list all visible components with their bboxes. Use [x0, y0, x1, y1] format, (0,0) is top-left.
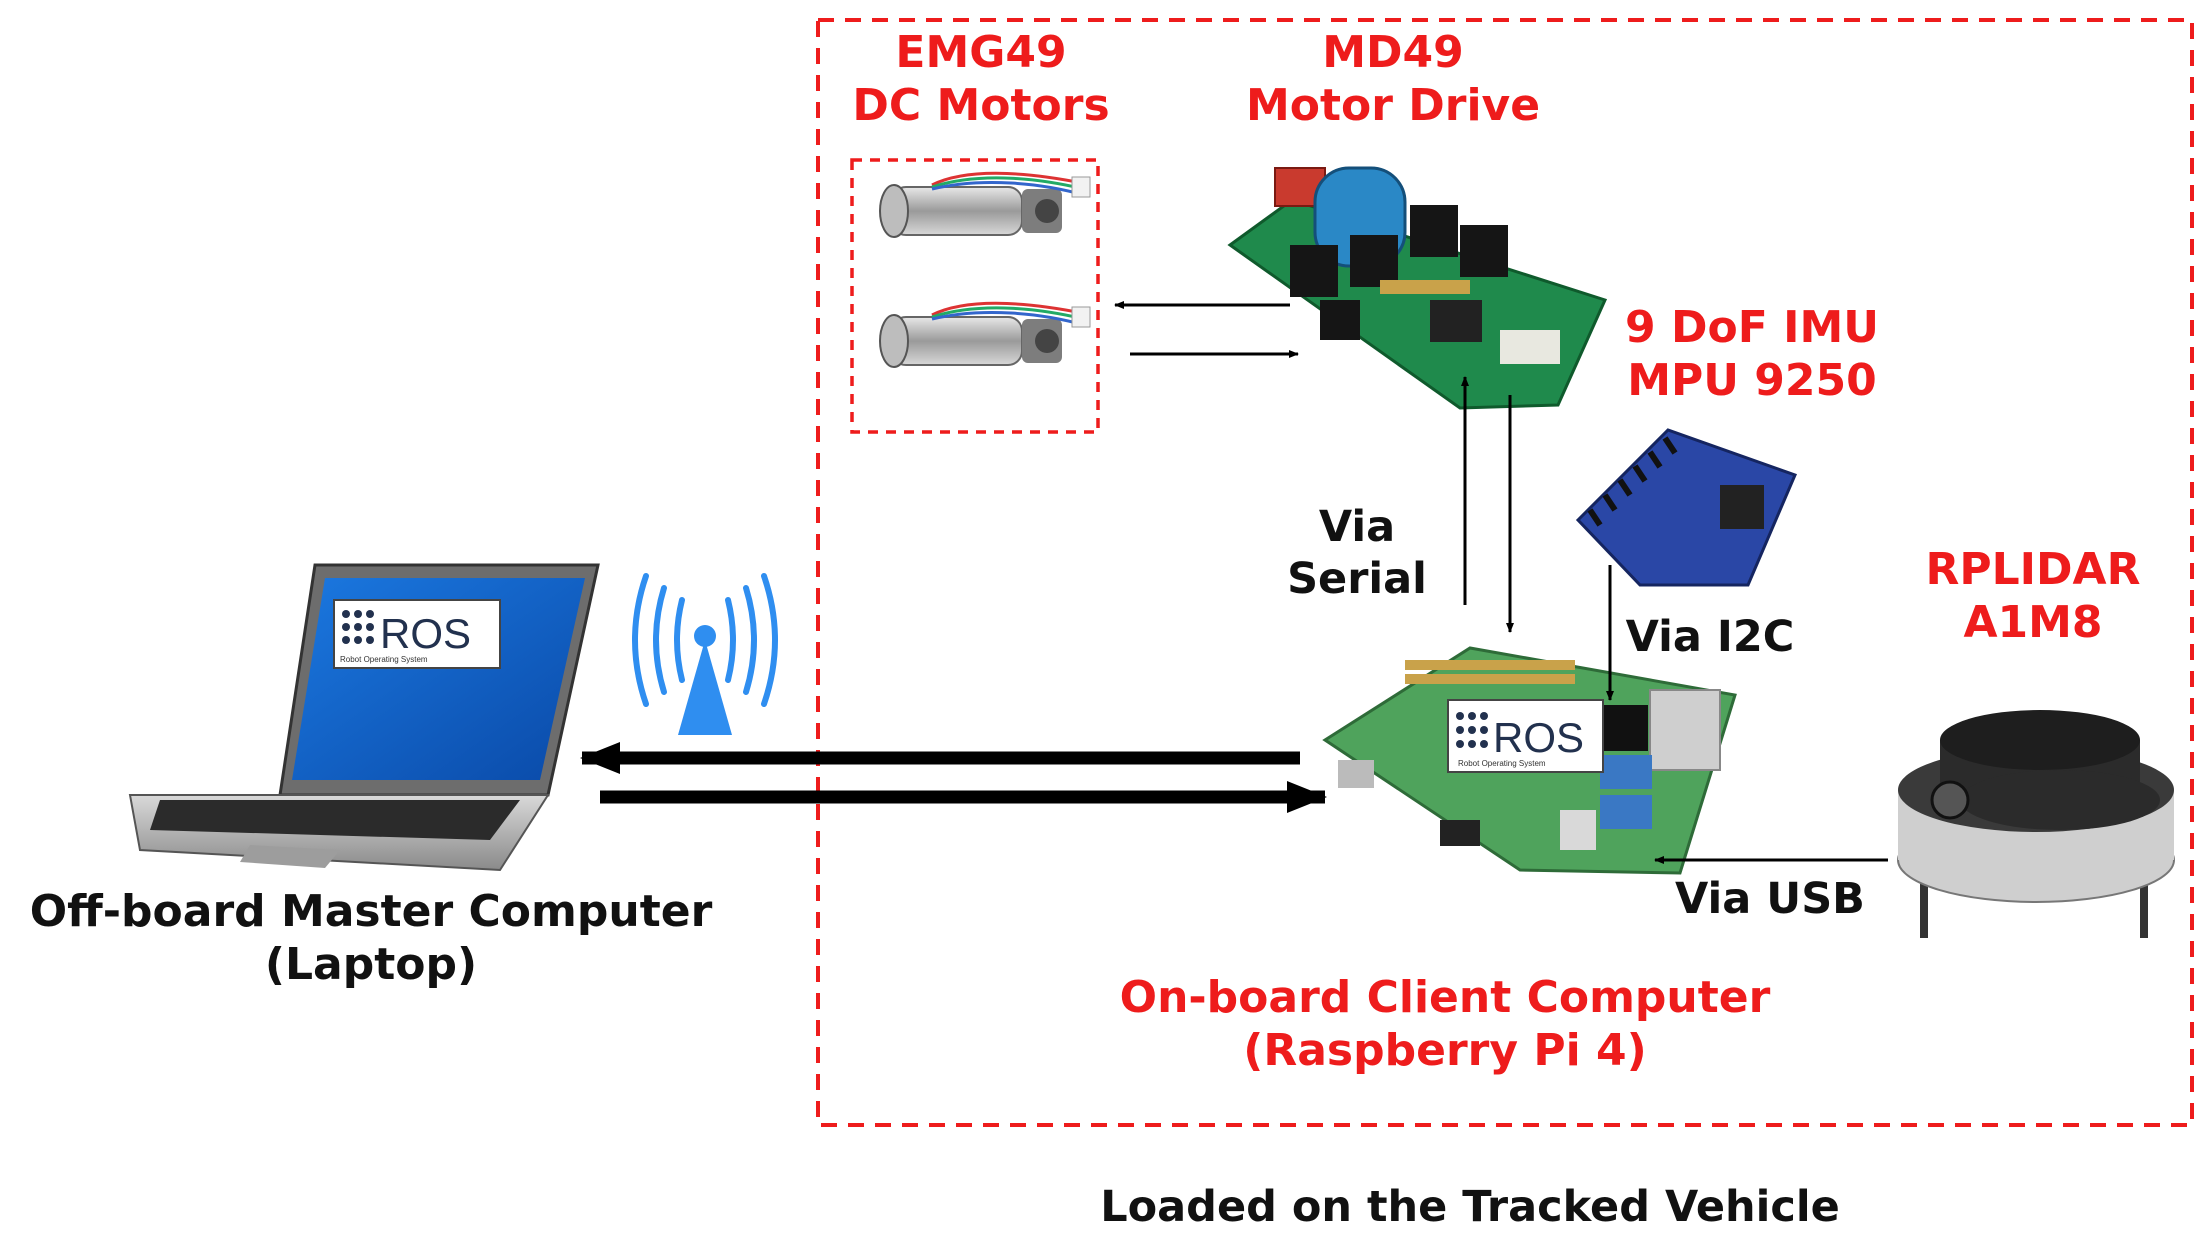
- ros-logo-laptop: ROS Robot Operating System: [333, 599, 501, 669]
- lidar-label-line2: A1M8: [1963, 596, 2103, 648]
- serial-label-line1: Via: [1318, 502, 1396, 552]
- motors-label: EMG49 DC Motors: [846, 27, 1116, 133]
- serial-label: Via Serial: [1262, 502, 1452, 605]
- master-label-line1: Off-board Master Computer: [29, 886, 713, 937]
- lidar-label-line1: RPLIDAR: [1925, 544, 2141, 595]
- rplidar-image: [1897, 710, 2175, 938]
- imu-label-line2: MPU 9250: [1627, 354, 1877, 406]
- driver-label-line2: Motor Drive: [1245, 79, 1541, 131]
- usb-label: Via USB: [1675, 874, 1865, 924]
- laptop-image: [128, 563, 600, 872]
- client-label-line2: (Raspberry Pi 4): [1243, 1024, 1647, 1076]
- client-label-line1: On-board Client Computer: [1119, 972, 1771, 1023]
- imu-label-line1: 9 DoF IMU: [1625, 302, 1879, 353]
- footer-label: Loaded on the Tracked Vehicle: [1100, 1182, 1840, 1232]
- motors-label-line1: EMG49: [895, 27, 1067, 78]
- ros-logo-pi-word: ROS: [1493, 714, 1584, 761]
- driver-label-line1: MD49: [1322, 27, 1464, 78]
- client-label: On-board Client Computer (Raspberry Pi 4…: [1080, 972, 1810, 1078]
- lidar-label: RPLIDAR A1M8: [1908, 544, 2158, 650]
- imu-image: [1575, 428, 1798, 587]
- vehicle-boundary: [816, 18, 2194, 1127]
- serial-label-line2: Serial: [1287, 553, 1427, 604]
- dc-motors-image: [879, 171, 1091, 368]
- motors-label-line2: DC Motors: [852, 79, 1110, 131]
- wifi-icon: [632, 573, 778, 735]
- driver-label: MD49 Motor Drive: [1233, 27, 1553, 133]
- imu-label: 9 DoF IMU MPU 9250: [1602, 302, 1902, 408]
- ros-logo-pi-subtitle: Robot Operating System: [1458, 759, 1546, 768]
- i2c-label: Via I2C: [1625, 612, 1795, 662]
- motors-boundary: [850, 158, 1100, 434]
- ros-logo-laptop-word: ROS: [380, 610, 471, 657]
- ros-logo-laptop-subtitle: Robot Operating System: [340, 655, 428, 664]
- master-label-line2: (Laptop): [264, 938, 478, 990]
- master-label: Off-board Master Computer (Laptop): [0, 886, 742, 992]
- ros-logo-pi: ROS Robot Operating System: [1447, 699, 1604, 773]
- motor-drive-image: [1227, 166, 1608, 410]
